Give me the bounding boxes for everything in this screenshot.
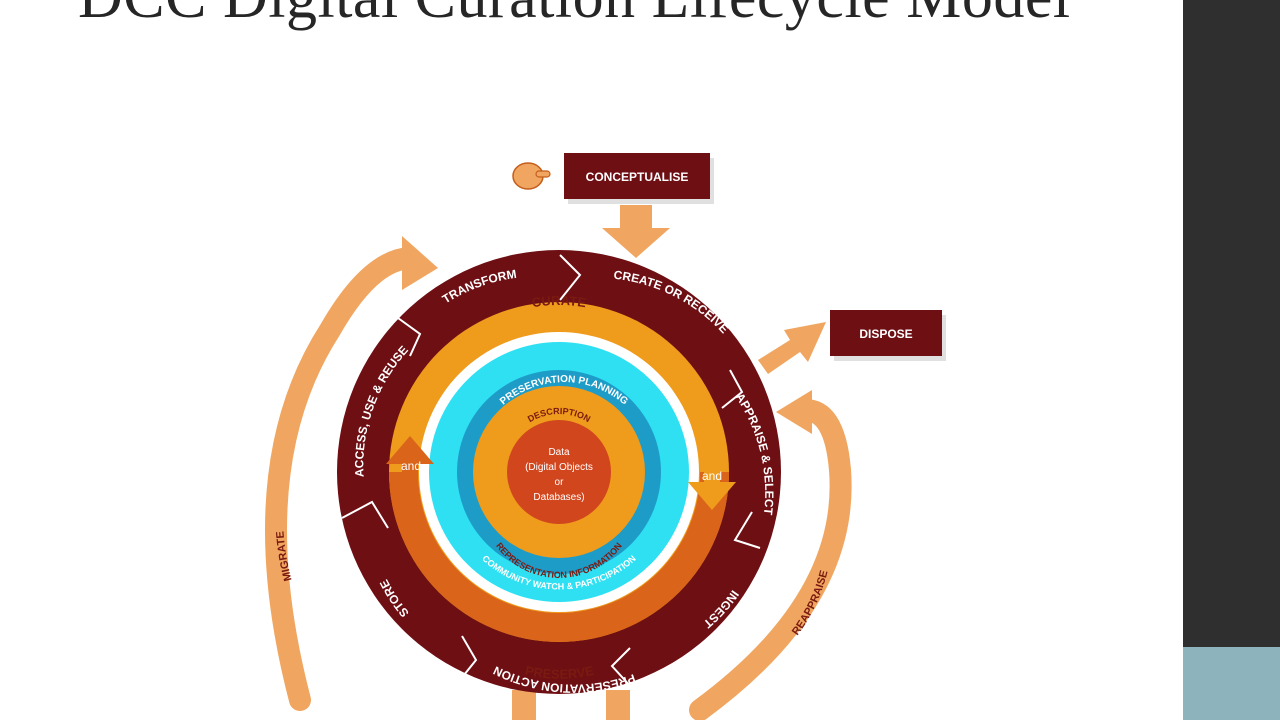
conceptualise-arrow [602, 205, 670, 258]
reappraise-arrow [689, 390, 852, 720]
bottom-arrow-stubs [512, 690, 630, 720]
conceptualise-box: CONCEPTUALISE [564, 153, 714, 204]
and-arrow-left: and [386, 436, 434, 490]
core-line-1: Data [548, 447, 570, 458]
slide: DCC Digital Curation Lifecycle Model [78, 0, 1071, 720]
core-line-2: (Digital Objects [525, 462, 593, 473]
slide-title: DCC Digital Curation Lifecycle Model [78, 0, 1071, 33]
dispose-arrow [758, 322, 826, 374]
preserve-label: PRESERVE [524, 663, 596, 682]
side-panel-dark [1183, 0, 1280, 647]
migrate-arrow [265, 236, 438, 711]
and-left-label: and [401, 459, 421, 473]
lifecycle-diagram: CONCEPTUALISE DISPOSE [265, 153, 946, 720]
curate-label: CURATE [531, 293, 588, 310]
side-panel-accent [1183, 647, 1280, 720]
and-right-label: and [702, 469, 722, 483]
conceptualise-label: CONCEPTUALISE [586, 170, 689, 184]
dispose-label: DISPOSE [859, 327, 912, 341]
and-arrow-right: and [688, 456, 736, 510]
core-line-4: Databases) [533, 492, 584, 503]
core-line-3: or [555, 477, 565, 488]
pointing-hand-icon [512, 162, 551, 190]
dispose-box: DISPOSE [830, 310, 946, 361]
data-core: Data (Digital Objects or Databases) [507, 420, 611, 524]
